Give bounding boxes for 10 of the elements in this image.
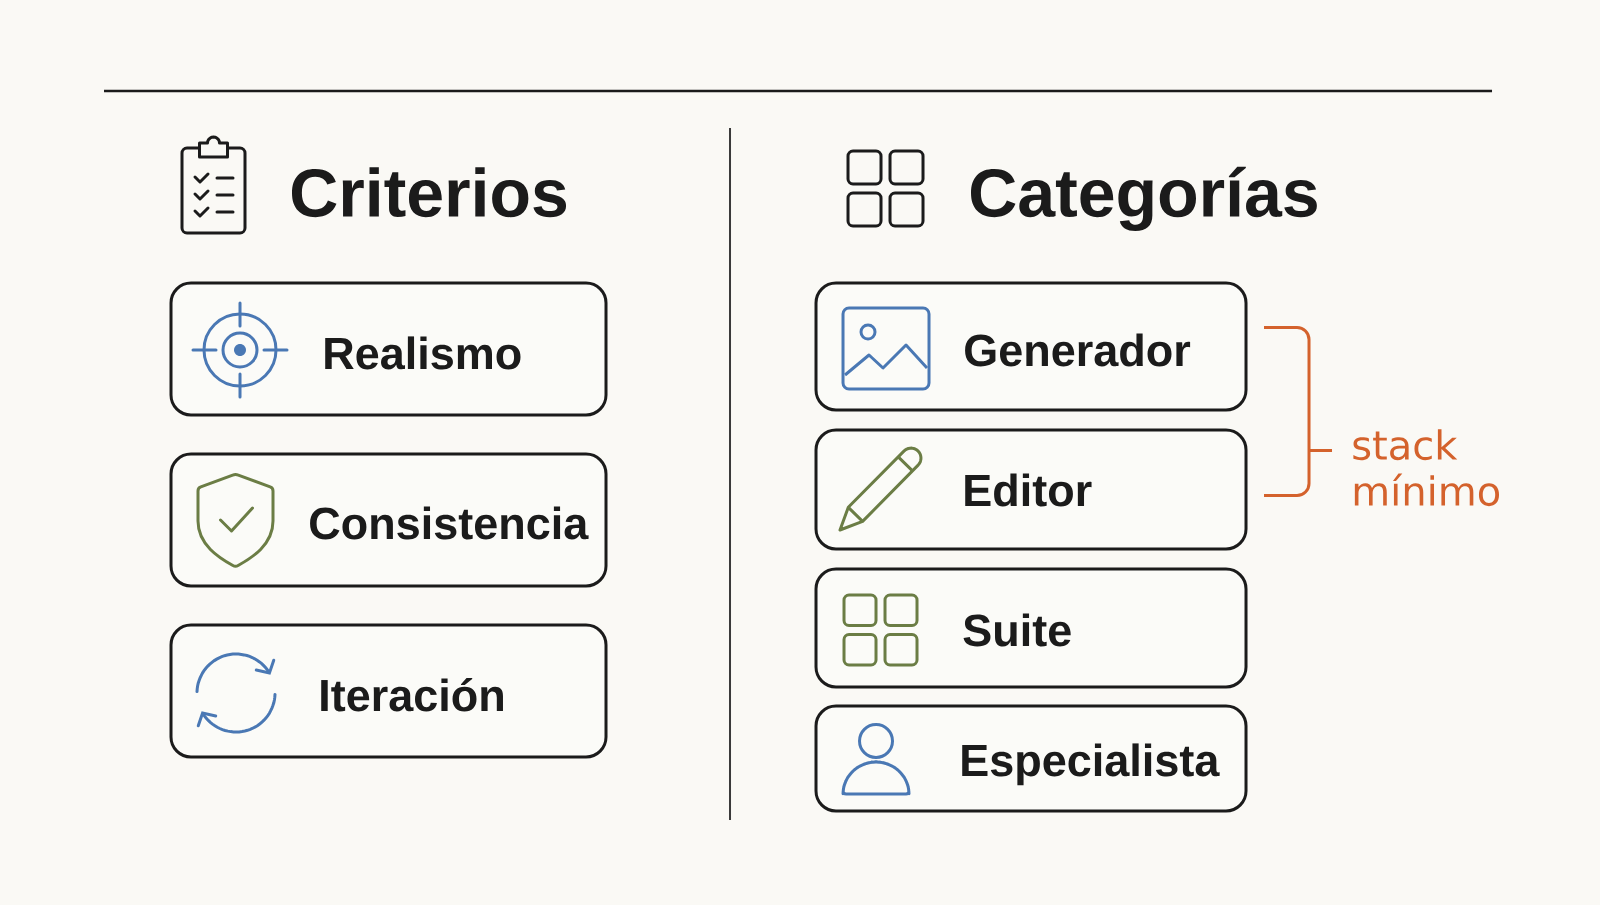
rounded-box: Iteración (169, 623, 608, 759)
bracket-label: stack mínimo (1353, 429, 1499, 507)
rounded-box: Editor (814, 428, 1248, 551)
heading: Categorías (971, 166, 1317, 231)
rounded-box: Generador (814, 281, 1248, 412)
heading: Criterios (292, 167, 567, 218)
rounded-box: Especialista (814, 704, 1248, 813)
rounded-box: Realismo (169, 281, 608, 417)
rounded-box: Suite (814, 567, 1248, 689)
rounded-box: Consistencia (169, 452, 608, 588)
